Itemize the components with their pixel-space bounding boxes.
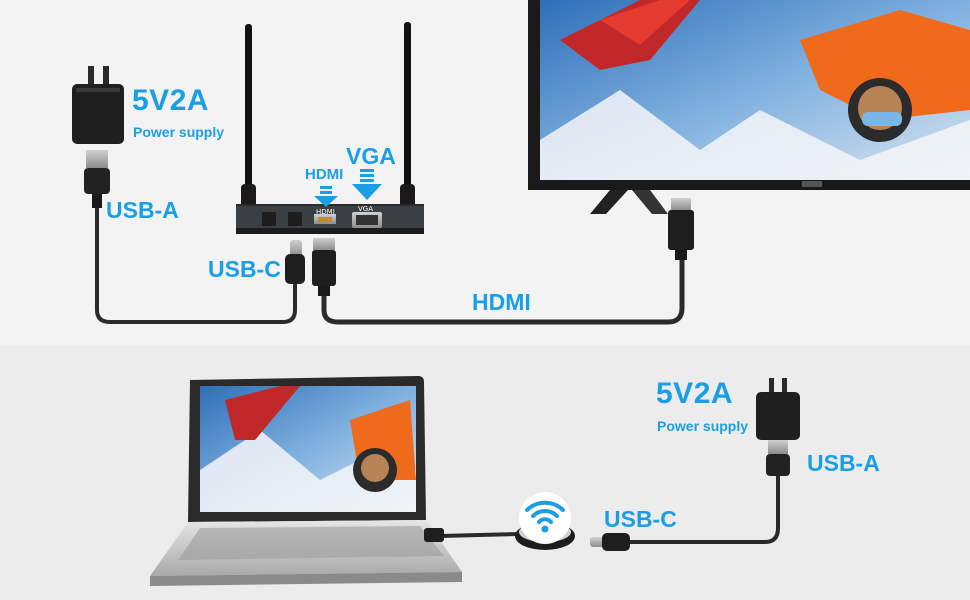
hdmi-port-label: HDMI [316,208,335,216]
usb-power-cable-top [95,208,297,324]
arrow-down-icon [352,169,382,200]
power-adapter-icon [72,66,124,144]
power-caption-top: Power supply [133,124,225,140]
dongle-cable [439,532,521,538]
power-rating-top: 5V2A [132,84,210,117]
usb-a-label-bottom: USB-A [807,450,880,476]
power-adapter-icon [756,378,800,440]
tv [528,0,970,214]
dongle-connector [424,528,444,542]
power-rating-bottom: 5V2A [656,377,734,410]
hdmi-cable-top [321,260,685,325]
power-caption-bottom: Power supply [657,418,749,434]
usb-a-plug-bottom [766,440,790,476]
laptop [150,376,462,586]
usb-a-plug [84,150,110,208]
usb-power-cable-bottom [630,476,780,544]
usb-c-label-top: USB-C [208,256,281,282]
usb-c-plug [285,240,305,284]
vga-port-caption: VGA [346,143,396,169]
arrow-down-icon [314,186,338,207]
bottom-setup-panel [0,346,970,600]
usb-c-label-bottom: USB-C [604,506,677,532]
hdmi-port-caption: HDMI [305,166,344,183]
hdmi-plug-receiver [312,238,336,296]
vga-port-label: VGA [358,205,374,213]
usb-a-label-top: USB-A [106,197,179,223]
usb-c-plug-bottom [590,533,630,551]
hdmi-plug-tv [668,198,694,260]
receiver-box [236,204,424,234]
wifi-icon [519,492,571,544]
hdmi-cable-label: HDMI [472,289,531,315]
receiver-antennas [241,22,415,214]
